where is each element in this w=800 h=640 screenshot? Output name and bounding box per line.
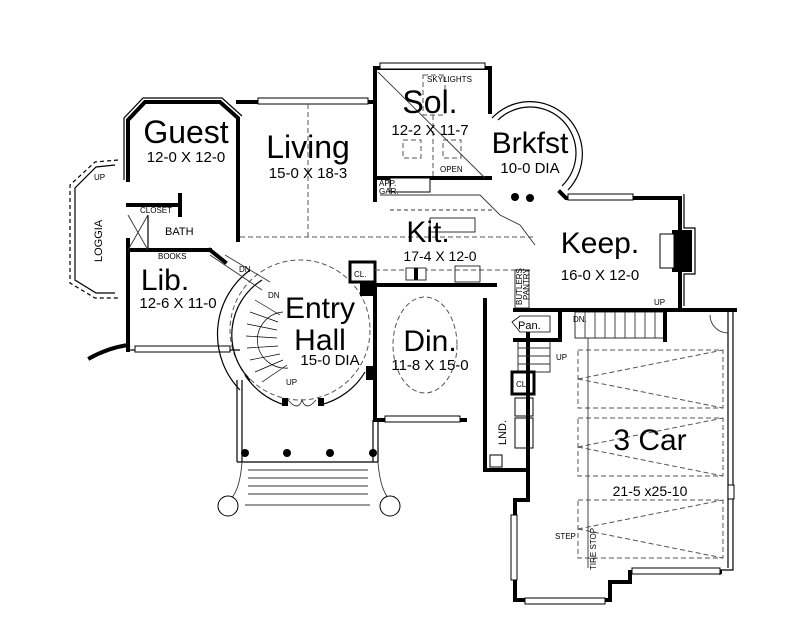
- room-labels: Guest 12-0 X 12-0 Living 15-0 X 18-3 Sol…: [139, 84, 687, 499]
- room-keep-dims: 16-0 X 12-0: [561, 267, 639, 284]
- label-app-gar-2: GAR.: [379, 187, 399, 196]
- room-din-name: Din.: [403, 325, 456, 358]
- label-app-gar-1: APP.: [379, 179, 396, 188]
- label-pan: Pan.: [518, 320, 541, 332]
- fireplace: [672, 230, 692, 272]
- stairs-entry: [245, 299, 289, 383]
- room-keep-name: Keep.: [561, 227, 639, 260]
- room-garage-name: 3 Car: [613, 424, 686, 457]
- front-porch: [217, 380, 401, 517]
- label-loggia: LOGGIA: [93, 219, 105, 262]
- sol-window: [379, 62, 486, 70]
- stairs-laundry: [517, 339, 551, 373]
- minor-labels: LOGGIA BATH CLOSET BOOKS SKYLIGHTS OPEN …: [93, 75, 665, 570]
- label-bath: BATH: [165, 226, 194, 238]
- room-guest-dims: 12-0 X 12-0: [147, 149, 225, 166]
- label-dn-entry: DN: [268, 291, 280, 300]
- stairs-keep: [574, 310, 667, 342]
- label-up-laundry: UP: [556, 353, 567, 362]
- room-kit-dims: 17-4 X 12-0: [403, 248, 476, 264]
- room-sol-dims: 12-2 X 11-7: [391, 122, 468, 139]
- room-living-dims: 15-0 X 18-3: [269, 165, 347, 182]
- keep-window: [567, 193, 634, 201]
- label-closet: CLOSET: [140, 206, 172, 215]
- label-cl-kitchen: CL.: [354, 270, 366, 279]
- room-din-dims: 11-8 X 15-0: [391, 357, 468, 374]
- room-lib-dims: 12-6 X 11-0: [139, 295, 216, 312]
- room-entry-name-2: Hall: [294, 324, 346, 357]
- garage-bays: [577, 338, 724, 568]
- label-dn-garage: DN.: [573, 315, 587, 324]
- room-brkfst-name: Brkfst: [492, 127, 569, 160]
- label-step: STEP: [555, 532, 576, 541]
- label-up-loggia: UP: [94, 173, 105, 182]
- room-living-name: Living: [266, 129, 350, 165]
- room-garage-dims: 21-5 x25-10: [613, 483, 688, 499]
- room-entry-dims: 15-0 DIA: [300, 352, 359, 369]
- room-guest-name: Guest: [143, 114, 228, 150]
- room-lib-name: Lib.: [141, 264, 189, 297]
- room-sol-name: Sol.: [402, 84, 457, 120]
- label-tire-stop: TIRE STOP: [589, 528, 598, 570]
- label-open: OPEN: [440, 165, 463, 174]
- label-books: BOOKS: [158, 252, 186, 261]
- label-skylights: SKYLIGHTS: [427, 75, 472, 84]
- label-butlers: BUTLERS: [515, 268, 524, 305]
- label-cl-laundry: CL.: [516, 380, 528, 389]
- label-dn-lib: DN: [239, 265, 251, 274]
- room-brkfst-dims: 10-0 DIA: [500, 160, 559, 177]
- walls: [69, 62, 737, 605]
- label-up-keep: UP: [654, 298, 665, 307]
- label-up-entry: UP: [286, 378, 297, 387]
- label-pantry: PANTRY: [522, 268, 531, 300]
- label-lnd: LND.: [497, 420, 509, 445]
- room-entry-name-1: Entry: [285, 292, 355, 325]
- living-window: [257, 97, 369, 105]
- room-kit-name: Kit.: [406, 216, 449, 249]
